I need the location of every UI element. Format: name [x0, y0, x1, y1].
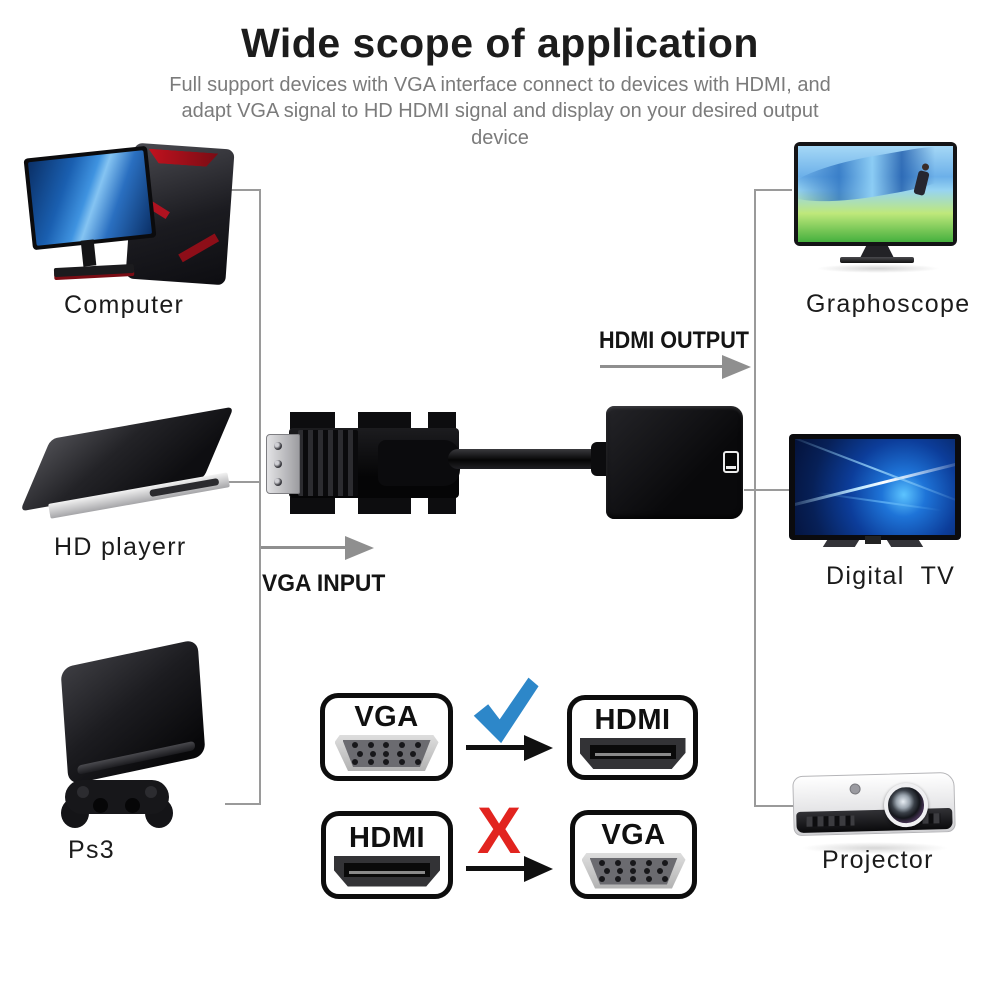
right-bracket-stub-digitaltv: [744, 489, 792, 491]
tv-shadow: [816, 264, 940, 273]
projector-shadow: [801, 842, 949, 854]
graphoscope-frame: [794, 142, 957, 246]
supported-arrow: [466, 745, 524, 750]
hdmi-port-icon: [579, 738, 686, 769]
monitor-screen: [27, 150, 153, 246]
projector-label: Projector: [822, 846, 934, 874]
hdmi-port-icon: [723, 451, 739, 473]
subtitle-line-2: adapt VGA signal to HD HDMI signal and d…: [181, 100, 819, 123]
right-bracket-vertical: [754, 189, 756, 807]
digital-tv-screen: [795, 439, 955, 535]
vga-box-label: VGA: [354, 701, 419, 733]
digital-tv-label: Digital TV: [826, 562, 956, 590]
tower-red-accent: [148, 149, 219, 168]
digital-tv-image: [783, 420, 971, 570]
monitor-base: [53, 263, 135, 278]
vga-port-icon: [581, 852, 686, 889]
screen-scarf-swirl: [798, 146, 953, 212]
projector-body: [792, 771, 956, 837]
ps3-front-slot: [77, 740, 196, 775]
adapter-cable: [448, 449, 620, 469]
computer-label: Computer: [64, 291, 185, 319]
left-bracket-stub-ps3: [225, 803, 261, 805]
ps3-label: Ps3: [68, 836, 115, 864]
vga-input-arrow: [261, 546, 345, 549]
computer-image: [23, 140, 243, 292]
tv-foot: [822, 540, 860, 547]
hd-player-image: [20, 406, 240, 532]
vga-input-label: VGA INPUT: [262, 570, 386, 597]
vga-port-icon: [334, 735, 439, 771]
hdmi-port-icon: [334, 855, 440, 887]
hdmi-target-box: HDMI: [567, 695, 698, 780]
projector-button: [849, 783, 861, 795]
hdmi-output-arrow: [600, 365, 722, 368]
hdmi-port-slot: [589, 745, 676, 759]
controller-buttons: [145, 786, 157, 798]
hdmi-port-slot: [344, 862, 430, 877]
tv-base: [840, 257, 914, 263]
hdmi-box-label: HDMI: [594, 704, 671, 736]
graphoscope-image: [788, 136, 968, 288]
ps3-console: [60, 639, 206, 785]
vga-connector-ridges: [298, 430, 358, 496]
graphoscope-screen: [798, 146, 953, 242]
right-bracket-stub-graphoscope: [756, 189, 792, 191]
vga-connector-top-fins: [290, 412, 456, 429]
check-icon: [473, 677, 539, 744]
controller-stick: [93, 798, 108, 813]
digital-tv-frame: [789, 434, 961, 540]
vga-pin: [274, 442, 282, 450]
controller-stick: [125, 798, 140, 813]
hdmi-box-label: HDMI: [348, 821, 426, 854]
projector-image: [775, 758, 971, 864]
vga-box-label: VGA: [601, 818, 666, 851]
right-bracket-stub-projector: [756, 805, 794, 807]
tv-foot: [886, 540, 924, 547]
projector-front-strip: [796, 807, 953, 834]
left-bracket-stub-computer: [225, 189, 261, 191]
computer-monitor: [23, 145, 157, 251]
not-supported-arrow: [466, 866, 524, 871]
page-subtitle: Full support devices with VGA interface …: [100, 72, 900, 151]
tv-neck: [865, 536, 881, 544]
vga-target-box: VGA: [570, 810, 697, 899]
monitor-stand: [80, 239, 97, 267]
vga-source-box: VGA: [320, 693, 453, 781]
cable-strain-relief: [378, 440, 460, 486]
vga-port-face: [342, 740, 431, 767]
subtitle-line-3: device: [471, 126, 529, 149]
left-bracket-vertical: [259, 189, 261, 805]
vga-pin: [274, 460, 282, 468]
tower-red-accent: [178, 233, 220, 263]
ps3-image: [35, 639, 225, 838]
cross-icon: X: [477, 793, 522, 867]
controller-dpad: [77, 786, 89, 798]
hd-player-label: HD playerr: [54, 533, 187, 561]
vga-port-face: [589, 857, 678, 885]
tv-stand: [860, 246, 894, 258]
vga-connector-metal-face: [266, 434, 300, 494]
vga-connector-bottom-fins: [290, 497, 456, 514]
hdmi-output-label: HDMI OUTPUT: [599, 327, 749, 354]
page-title: Wide scope of application: [241, 20, 759, 66]
left-bracket-stub-hdplayer: [215, 481, 261, 483]
subtitle-line-1: Full support devices with VGA interface …: [169, 74, 831, 96]
projector-vents: [806, 815, 855, 827]
hdmi-source-box: HDMI: [321, 811, 453, 899]
vga-pin: [274, 478, 282, 486]
graphoscope-label: Graphoscope: [806, 290, 971, 318]
hdmi-female-housing: [606, 406, 743, 519]
